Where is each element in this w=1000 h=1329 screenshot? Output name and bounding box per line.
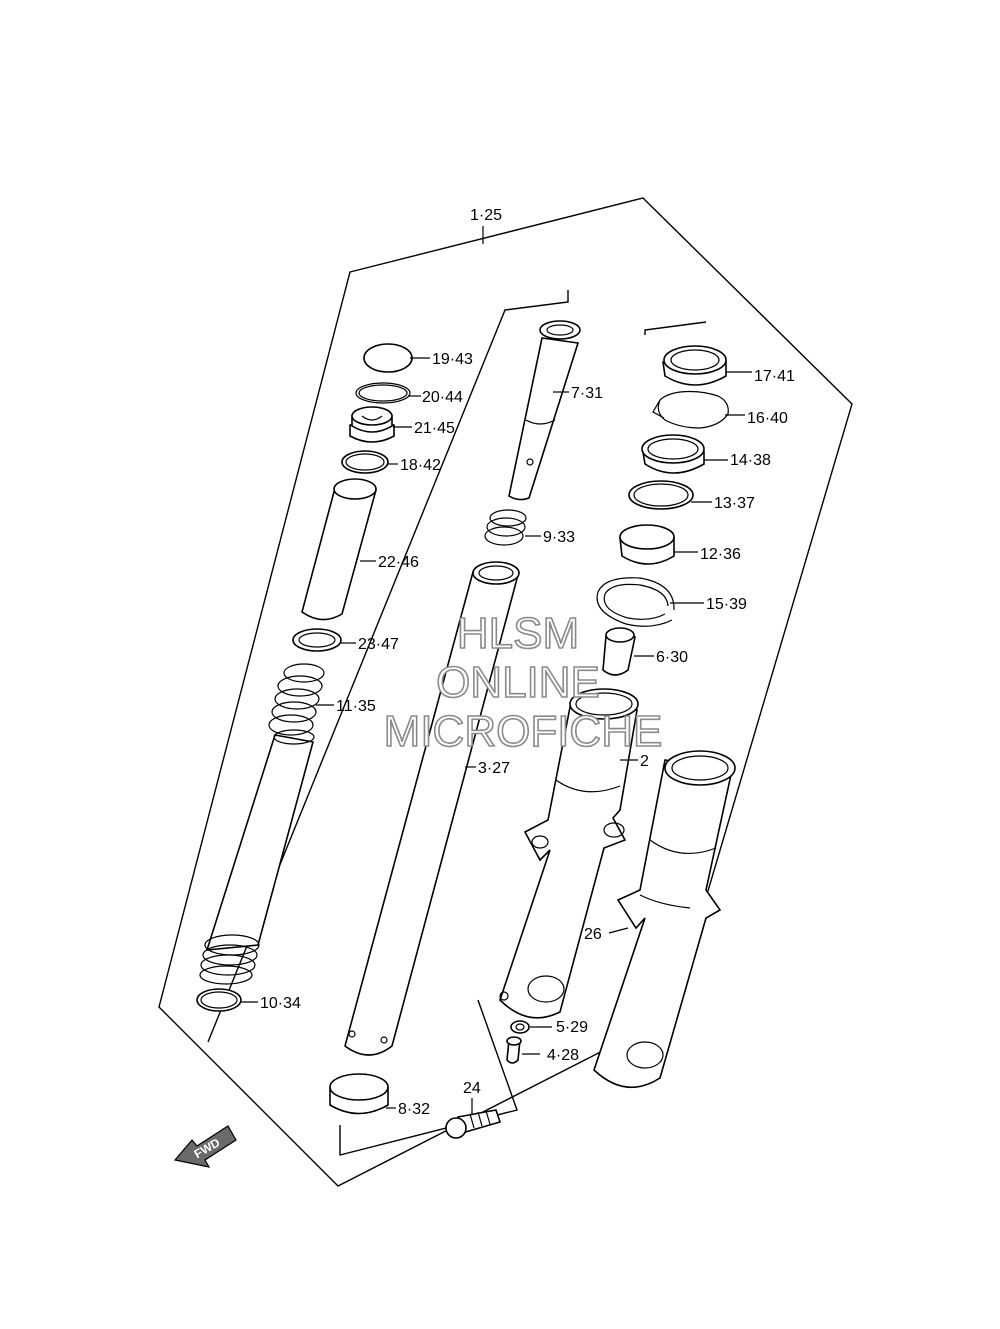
part-16-stopper-ring (652, 390, 729, 429)
watermark-line-3: MICROFICHE (384, 707, 663, 756)
part-10-ring (196, 988, 242, 1012)
label-6-30: 6·30 (656, 649, 688, 666)
label-3-27: 3·27 (478, 760, 510, 777)
label-13-37: 13·37 (714, 495, 755, 512)
label-11-35: 11·35 (336, 698, 376, 715)
leader-26 (608, 927, 629, 934)
part-15-snap-ring (596, 577, 675, 627)
label-17-41: 17·41 (754, 368, 795, 385)
label-15-39: 15·39 (706, 596, 747, 613)
part-24-bolt (445, 1109, 502, 1139)
part-26-outer-tube-set (593, 750, 736, 1089)
label-1-25: 1·25 (470, 207, 502, 224)
part-8-bushing (329, 1073, 389, 1115)
watermark-line-2: ONLINE (436, 658, 600, 707)
part-14-oil-seal (641, 434, 705, 474)
part-damper-tube (199, 729, 315, 985)
part-4-bolt (506, 1036, 522, 1064)
part-21-cap-bolt (349, 406, 395, 443)
label-7-31: 7·31 (571, 385, 603, 402)
part-labels: 1·25 19·43 20·44 21·45 18·42 22·46 23·47… (260, 207, 795, 1118)
label-2: 2 (640, 753, 649, 770)
part-2-outer-tube (499, 688, 639, 1019)
part-6-oil-lock-piece (602, 627, 636, 676)
part-23-washer (292, 628, 342, 652)
part-11-spring (268, 663, 325, 736)
inner-frame-right (644, 321, 707, 335)
label-26: 26 (584, 926, 602, 943)
label-5-29: 5·29 (556, 1019, 588, 1036)
part-22-spacer (301, 478, 378, 621)
part-3-inner-tube (344, 561, 520, 1056)
part-18-o-ring (341, 450, 389, 474)
part-17-dust-seal (662, 345, 727, 386)
part-7-damper-rod (508, 320, 581, 501)
part-9-spring (484, 509, 527, 546)
label-22-46: 22·46 (378, 554, 419, 571)
label-23-47: 23·47 (358, 636, 399, 653)
label-14-38: 14·38 (730, 452, 771, 469)
label-10-34: 10·34 (260, 995, 301, 1012)
part-12-bushing (619, 524, 675, 565)
watermark: HLSM ONLINE MICROFICHE (383, 608, 663, 757)
label-19-43: 19·43 (432, 351, 473, 368)
label-9-33: 9·33 (543, 529, 575, 546)
fwd-arrow-icon: FWD (173, 1125, 237, 1168)
label-12-36: 12·36 (700, 546, 741, 563)
label-20-44: 20·44 (422, 389, 463, 406)
part-5-washer (510, 1020, 530, 1034)
inner-frame-bolt (339, 999, 518, 1156)
label-18-42: 18·42 (400, 457, 441, 474)
inner-frame-left (207, 290, 569, 1043)
part-20-circlip (355, 382, 411, 404)
label-16-40: 16·40 (747, 410, 788, 427)
label-24: 24 (463, 1080, 481, 1097)
label-21-45: 21·45 (414, 420, 455, 437)
label-8-32: 8·32 (398, 1101, 430, 1118)
label-4-28: 4·28 (547, 1047, 579, 1064)
watermark-line-1: HLSM (457, 609, 579, 658)
part-19-cap (363, 343, 413, 373)
part-13-washer (628, 480, 694, 510)
